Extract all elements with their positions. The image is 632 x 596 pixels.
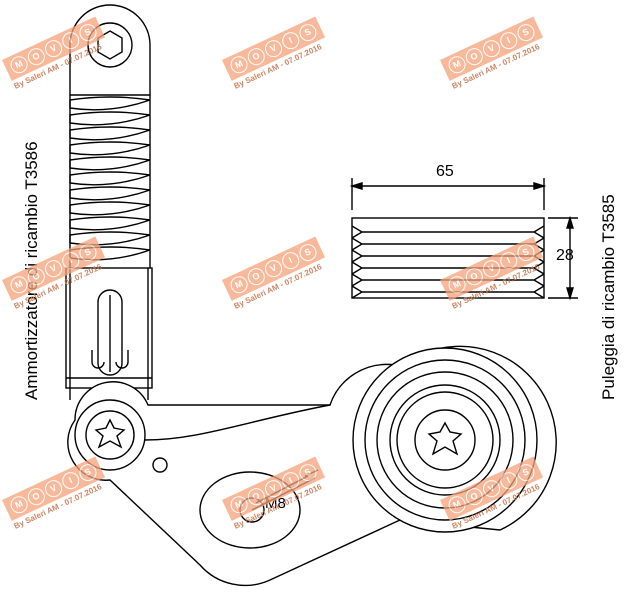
watermark-letter: S bbox=[514, 21, 538, 44]
pulley-part-label: Puleggia di ricambio T3585 bbox=[599, 194, 618, 400]
spring-coil bbox=[69, 171, 151, 186]
spring-guide bbox=[69, 95, 151, 268]
watermark-letter: S bbox=[514, 241, 538, 264]
spring-coil bbox=[69, 201, 151, 216]
spring-coil bbox=[69, 141, 151, 156]
watermark-letter: S bbox=[76, 461, 100, 484]
spring-coil bbox=[69, 186, 151, 201]
watermark-letter: S bbox=[296, 21, 320, 44]
spring-coil bbox=[69, 111, 151, 126]
watermark-letter: S bbox=[296, 241, 320, 264]
watermark-letter: S bbox=[296, 461, 320, 484]
spring-coil bbox=[69, 216, 151, 231]
spring-coil bbox=[69, 156, 151, 171]
pulley-height-dimension: 28 bbox=[556, 247, 574, 264]
pulley-groove bbox=[351, 225, 545, 239]
watermark-letter: S bbox=[76, 241, 100, 264]
watermark-letter: S bbox=[76, 21, 100, 44]
watermark-letter: S bbox=[514, 461, 538, 484]
pulley-width-dimension: 65 bbox=[436, 163, 454, 180]
damper-body bbox=[65, 267, 153, 400]
spring-coil bbox=[69, 96, 151, 111]
spring-coil bbox=[69, 126, 151, 141]
